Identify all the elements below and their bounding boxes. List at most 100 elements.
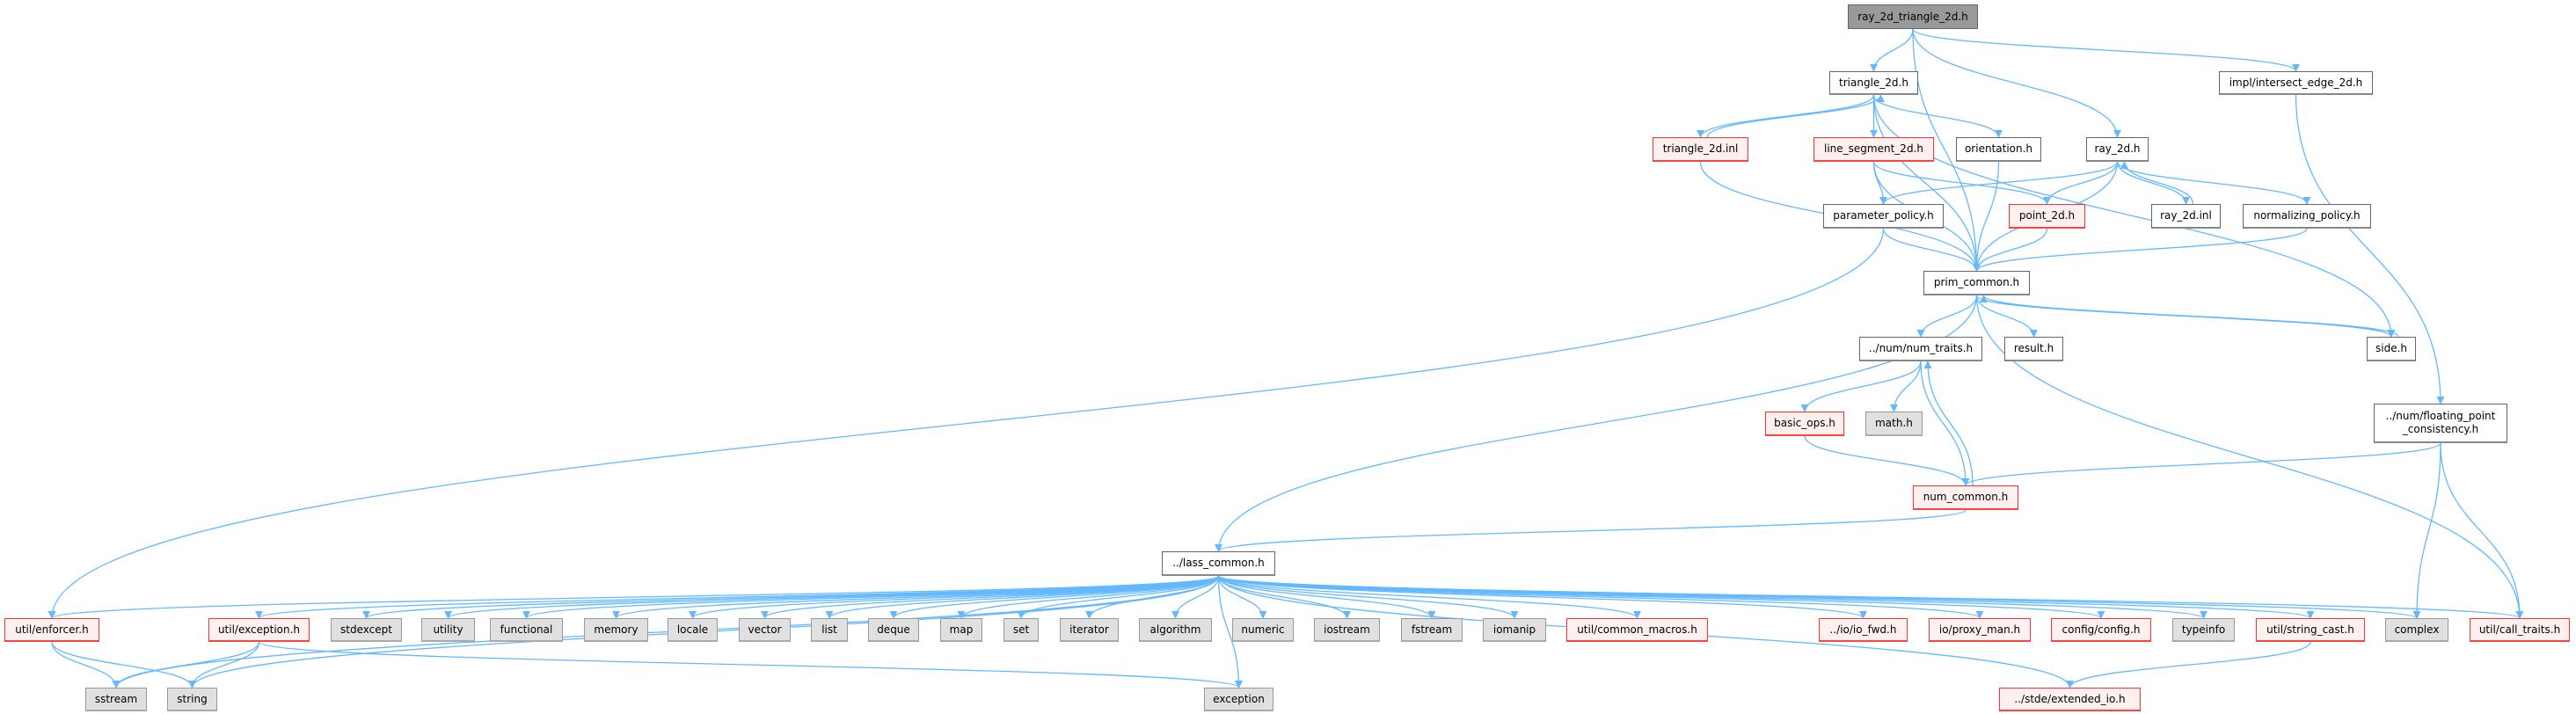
edge-lass-to-algorithm [1171,575,1220,619]
node-algorithm[interactable]: algorithm [1139,618,1212,642]
node-call-traits[interactable]: util/call_traits.h [2470,618,2570,642]
edge-lass-to-call_traits [1217,575,2524,619]
node-complex[interactable]: complex [2385,618,2448,642]
edge-lass-to-exception [1217,575,1244,688]
node-sstream[interactable]: sstream [85,688,147,711]
node-label: ray_2d_triangle_2d.h [1857,10,1968,23]
node-label: utility [433,623,463,636]
edge-triangle_2d-to-tri_inl [1697,94,1875,138]
node-label: impl/intersect_edge_2d.h [2229,76,2363,89]
edge-ray_inl-to-ray_2d [2120,161,2194,205]
edge-lass-to-proxy_man [1217,575,1984,619]
edge-lass-to-utility [444,575,1220,619]
node-proxy-man[interactable]: io/proxy_man.h [1929,618,2031,642]
edge-exception_h-to-exception [258,641,1243,688]
node-label: triangle_2d.h [1839,76,1908,89]
edge-prim-to-result [1975,295,2039,338]
node-common-macros[interactable]: util/common_macros.h [1566,618,1708,642]
node-string[interactable]: string [167,688,217,711]
node-list[interactable]: list [811,618,848,642]
node-vector[interactable]: vector [739,618,791,642]
node-prim[interactable]: prim_common.h [1923,271,2030,295]
edge-enforcer-to-sstream [51,641,120,688]
node-exception[interactable]: exception [1204,688,1273,711]
node-triangle-2d[interactable]: triangle_2d.h [1829,71,1918,95]
node-label: string [177,692,208,705]
node-locale[interactable]: locale [668,618,718,642]
node-utility[interactable]: utility [421,618,475,642]
edge-triangle_2d-to-orientation [1872,94,2003,138]
node-num-traits[interactable]: ../num/num_traits.h [1859,337,1982,361]
node-string-cast[interactable]: util/string_cast.h [2256,618,2365,642]
edge-lass-to-iostream [1217,575,1352,619]
node-functional[interactable]: functional [490,618,563,642]
edge-exception_h-to-string [187,641,260,688]
node-label: memory [594,623,639,636]
edge-prim-to-lass [1214,295,1978,552]
node-ray-inl[interactable]: ray_2d.inl [2151,204,2221,229]
node-numeric[interactable]: numeric [1232,618,1294,642]
node-tri-inl[interactable]: triangle_2d.inl [1653,137,1748,162]
edge-normalizing-to-prim [1973,228,2308,272]
node-memory[interactable]: memory [584,618,648,642]
node-config[interactable]: config/config.h [2051,618,2151,642]
node-extended-io[interactable]: ../stde/extended_io.h [1999,688,2141,711]
node-typeinfo[interactable]: typeinfo [2172,618,2235,642]
node-enforcer[interactable]: util/enforcer.h [4,618,99,642]
node-iomanip[interactable]: iomanip [1483,618,1546,642]
node-root[interactable]: ray_2d_triangle_2d.h [1848,4,1978,29]
node-label: util/enforcer.h [15,623,89,636]
node-label: set [1012,623,1030,636]
node-result[interactable]: result.h [2004,337,2063,361]
node-set[interactable]: set [1003,618,1039,642]
node-deque[interactable]: deque [868,618,919,642]
node-label: sstream [94,692,138,705]
edge-ray_2d-to-param [1879,161,2119,205]
node-math[interactable]: math.h [1865,412,1923,436]
edge-exception_h-to-sstream [112,641,260,688]
node-normalizing[interactable]: normalizing_policy.h [2243,204,2371,229]
node-iostream[interactable]: iostream [1314,618,1380,642]
edge-ray_2d-to-point [2042,161,2119,205]
node-label: numeric [1241,623,1285,636]
node-label: util/string_cast.h [2266,623,2354,636]
node-side[interactable]: side.h [2367,337,2416,361]
edge-lass-to-iomanip [1217,575,1519,619]
node-orientation[interactable]: orientation.h [1956,137,2041,162]
node-label: iomanip [1492,623,1536,636]
edge-param-to-enforcer [47,228,1885,619]
node-stdexcept[interactable]: stdexcept [331,618,402,642]
node-label: num_common.h [1923,491,2009,503]
node-label: ../num/num_traits.h [1868,342,1974,354]
node-line-seg[interactable]: line_segment_2d.h [1813,137,1934,162]
node-intersect[interactable]: impl/intersect_edge_2d.h [2219,71,2373,95]
edge-lass-to-common_macros [1217,575,1641,619]
node-iterator[interactable]: iterator [1060,618,1119,642]
node-label: triangle_2d.inl [1662,142,1739,155]
node-param[interactable]: parameter_policy.h [1823,204,1944,229]
node-label: config/config.h [2062,623,2141,636]
edge-num_traits-to-basic_ops [1800,361,1922,412]
node-exception-h[interactable]: util/exception.h [208,618,310,642]
node-lass[interactable]: ../lass_common.h [1162,551,1275,576]
node-map[interactable]: map [940,618,982,642]
node-num-common[interactable]: num_common.h [1913,485,2018,510]
node-basic-ops[interactable]: basic_ops.h [1765,412,1844,436]
node-ray-2d[interactable]: ray_2d.h [2086,137,2149,162]
edge-lass-to-vector [761,575,1220,619]
node-label: map [949,623,974,636]
edge-lass-to-config [1217,575,2105,619]
node-point[interactable]: point_2d.h [2009,204,2085,229]
edge-ray_2d-to-normalizing [2116,161,2311,205]
node-io-fwd[interactable]: ../io/io_fwd.h [1819,618,1908,642]
node-label: ../stde/extended_io.h [2014,692,2126,705]
node-label: prim_common.h [1933,276,2020,288]
node-label: ../num/floating_point _consistency.h [2385,410,2496,435]
node-label: parameter_policy.h [1833,209,1934,222]
node-floating[interactable]: ../num/floating_point _consistency.h [2374,404,2507,443]
node-label: orientation.h [1964,142,2033,155]
edge-lass-to-complex [1217,575,2421,619]
node-fstream[interactable]: fstream [1401,618,1463,642]
node-label: algorithm [1149,623,1201,636]
